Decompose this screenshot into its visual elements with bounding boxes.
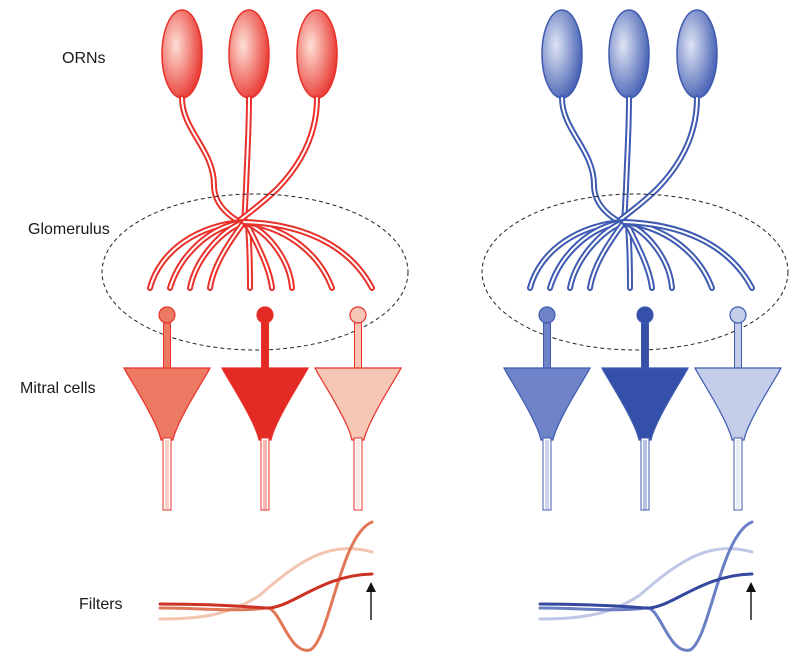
primary-dendrite <box>642 318 649 370</box>
primary-dendrite <box>164 318 171 370</box>
mitral-axon-core <box>643 440 647 510</box>
filter-plot <box>540 522 756 650</box>
primary-dendrite <box>544 318 551 370</box>
mitral-axon-core <box>165 440 169 510</box>
dendrite-tuft <box>730 307 746 323</box>
filter-trace-2 <box>160 522 372 650</box>
dendrite-tuft <box>257 307 273 323</box>
panel-red <box>102 10 408 650</box>
mitral-soma <box>315 368 401 440</box>
orn-axon-1-core <box>562 98 628 226</box>
mitral-soma <box>504 368 590 440</box>
dendrite-tuft <box>637 307 653 323</box>
mitral-soma <box>602 368 688 440</box>
orn-cell-2 <box>609 10 649 98</box>
filter-plot <box>160 522 376 650</box>
dendrite-tuft <box>350 307 366 323</box>
orn-cell-1 <box>542 10 582 98</box>
label-glomerulus: Glomerulus <box>28 221 110 239</box>
mitral-cell-2 <box>222 307 308 510</box>
mitral-soma <box>695 368 781 440</box>
mitral-cell-1 <box>124 307 210 510</box>
primary-dendrite <box>355 318 362 370</box>
mitral-axon-core <box>736 440 740 510</box>
mitral-cell-3 <box>315 307 401 510</box>
mitral-cell-2 <box>602 307 688 510</box>
label-mitral-cells: Mitral cells <box>20 380 96 398</box>
mitral-axon-core <box>356 440 360 510</box>
orn-cell-1 <box>162 10 202 98</box>
mitral-axon-core <box>545 440 549 510</box>
mitral-soma <box>124 368 210 440</box>
primary-dendrite <box>262 318 269 370</box>
orn-axon-1-core <box>182 98 248 226</box>
mitral-cell-1 <box>504 307 590 510</box>
panel-blue <box>482 10 788 650</box>
filter-trace-2 <box>540 522 752 650</box>
mitral-cell-3 <box>695 307 781 510</box>
orn-cell-2 <box>229 10 269 98</box>
mitral-axon-core <box>263 440 267 510</box>
primary-dendrite <box>735 318 742 370</box>
time-arrow-head <box>366 582 376 592</box>
label-orns: ORNs <box>62 50 106 68</box>
orn-cell-3 <box>677 10 717 98</box>
orn-axon-1 <box>562 98 628 226</box>
label-filters: Filters <box>79 596 123 614</box>
orn-axon-1 <box>182 98 248 226</box>
dendrite-tuft <box>539 307 555 323</box>
time-arrow-head <box>746 582 756 592</box>
orn-cell-3 <box>297 10 337 98</box>
mitral-soma <box>222 368 308 440</box>
dendrite-tuft <box>159 307 175 323</box>
